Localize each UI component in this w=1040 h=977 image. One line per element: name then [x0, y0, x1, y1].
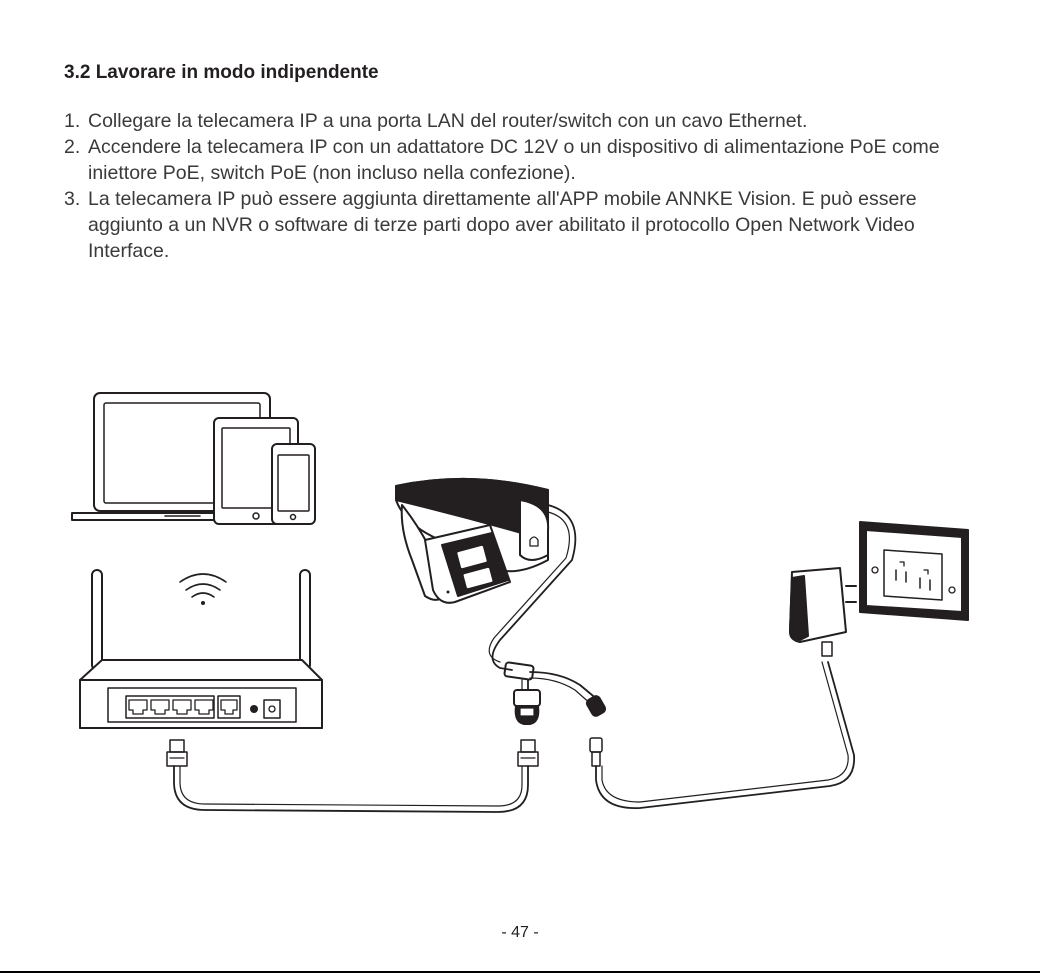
step-number: 2.: [64, 136, 81, 158]
connection-diagram: [71, 392, 969, 813]
section-title: 3.2 Lavorare in modo indipendente: [64, 62, 379, 83]
step-item: 1. Collegare la telecamera IP a una port…: [64, 108, 964, 134]
steps-list: 1. Collegare la telecamera IP a una port…: [64, 108, 964, 264]
step-item: 3. La telecamera IP può essere aggiunta …: [64, 186, 964, 264]
ethernet-plug-icon: [166, 739, 188, 767]
step-text: Collegare la telecamera IP a una porta L…: [88, 110, 808, 132]
ethernet-plug-icon: [517, 739, 539, 767]
ethernet-jack-icon: [513, 689, 541, 725]
wifi-icon: [179, 573, 227, 605]
step-text: La telecamera IP può essere aggiunta dir…: [88, 188, 917, 262]
ip-camera-icon: [395, 477, 550, 604]
page-number: - 47 -: [501, 924, 539, 941]
wall-outlet-icon: [859, 521, 969, 621]
ethernet-cable: [173, 765, 529, 813]
step-number: 3.: [64, 188, 81, 210]
step-number: 1.: [64, 110, 81, 132]
dc-cable: [595, 661, 855, 809]
step-item: 2. Accendere la telecamera IP con un ada…: [64, 134, 964, 186]
step-text: Accendere la telecamera IP con un adatta…: [88, 136, 940, 184]
power-adapter-icon: [789, 567, 857, 657]
dc-jack-icon: [585, 695, 607, 717]
camera-pigtail-cable: [488, 504, 599, 706]
bottom-rule: [0, 971, 1040, 973]
phone-icon: [271, 443, 316, 525]
router-icon: [79, 569, 323, 729]
dc-plug-icon: [589, 737, 603, 767]
